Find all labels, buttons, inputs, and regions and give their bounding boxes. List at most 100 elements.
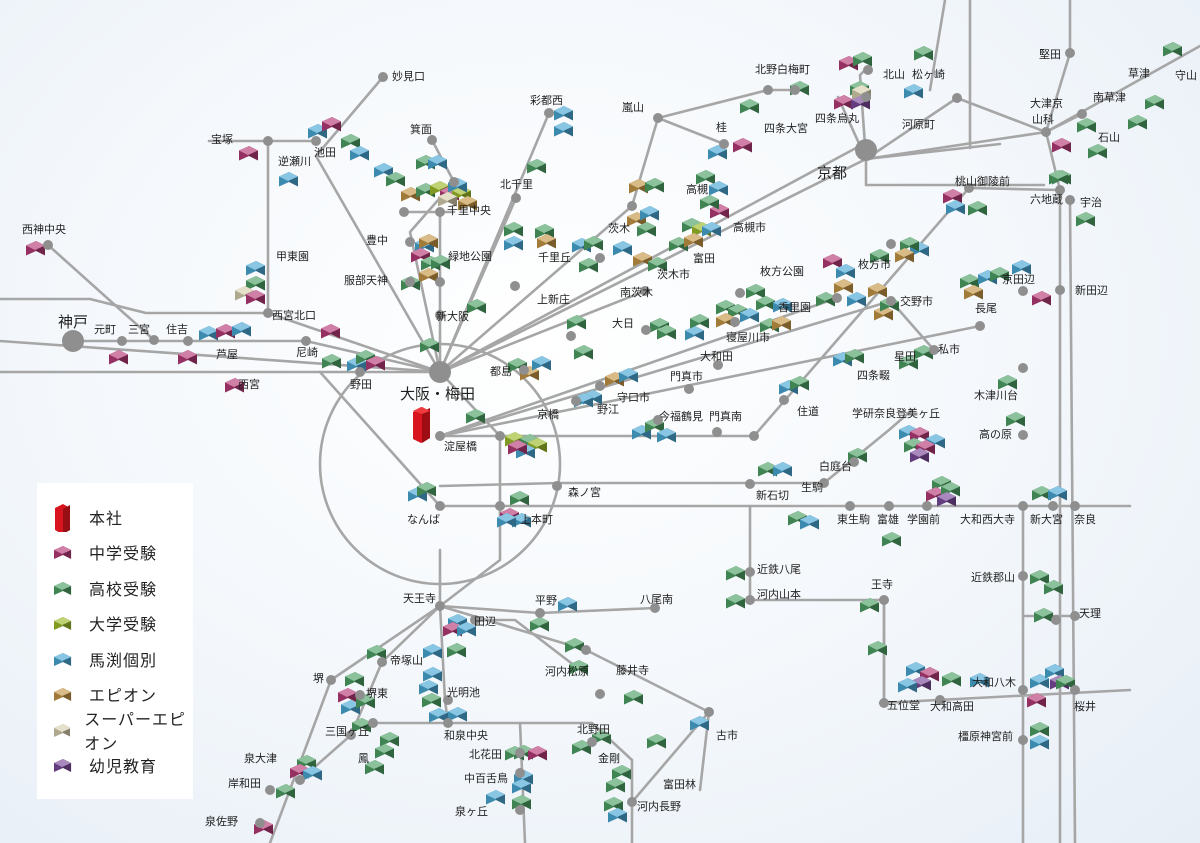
station-label: 河内長野 bbox=[637, 799, 681, 813]
station-label: 学園前 bbox=[907, 512, 940, 526]
station-label: 京田辺 bbox=[1002, 272, 1035, 286]
station-node bbox=[704, 707, 714, 717]
school-cube bbox=[448, 707, 467, 722]
station-node bbox=[964, 183, 974, 193]
station-label: 尼崎 bbox=[296, 345, 318, 359]
station-label: 生駒 bbox=[801, 480, 823, 494]
station-label: 山科 bbox=[1032, 112, 1054, 126]
station-node bbox=[886, 239, 896, 249]
rail-line bbox=[46, 243, 156, 342]
station-label: 新田辺 bbox=[1075, 283, 1108, 297]
station-label: 大日 bbox=[612, 316, 634, 330]
school-cube bbox=[246, 276, 265, 291]
school-cube bbox=[604, 797, 623, 812]
school-cube bbox=[990, 267, 1009, 282]
station-node bbox=[149, 335, 159, 345]
station-label: 西宮北口 bbox=[272, 308, 316, 322]
school-cube bbox=[1088, 144, 1107, 159]
school-cube bbox=[823, 254, 842, 269]
station-label: 北野田 bbox=[577, 723, 610, 736]
cube-icon bbox=[54, 759, 72, 773]
station-node bbox=[427, 135, 437, 145]
osaka-hub-node bbox=[429, 361, 451, 383]
station-label: 西神中央 bbox=[22, 222, 66, 236]
station-label: 三国ヶ丘 bbox=[325, 725, 369, 738]
station-label: 長尾 bbox=[975, 302, 997, 315]
school-cube bbox=[1048, 486, 1067, 501]
school-cube bbox=[504, 222, 523, 237]
station-label: 近鉄郡山 bbox=[971, 570, 1015, 584]
station-label: 和泉中央 bbox=[444, 728, 488, 742]
school-cube bbox=[246, 261, 265, 276]
station-label: 千里丘 bbox=[538, 251, 571, 264]
station-label: 奈良 bbox=[1074, 512, 1096, 526]
school-cube bbox=[419, 234, 438, 249]
station-node bbox=[535, 608, 545, 618]
station-label: 守口市 bbox=[617, 390, 650, 404]
rail-line bbox=[438, 186, 1062, 438]
school-cube bbox=[740, 308, 759, 323]
station-node bbox=[595, 689, 605, 699]
cube-icon bbox=[54, 723, 71, 737]
school-cube bbox=[1044, 580, 1063, 595]
school-cube bbox=[899, 355, 918, 370]
rail-line bbox=[438, 111, 551, 374]
school-cube bbox=[853, 52, 872, 67]
school-cube bbox=[457, 622, 476, 637]
school-cube bbox=[572, 740, 591, 755]
station-label: 京橋 bbox=[537, 407, 559, 421]
station-label: 北花田 bbox=[469, 748, 502, 761]
station-node bbox=[627, 201, 637, 211]
station-label: 都島 bbox=[490, 364, 512, 378]
school-cube bbox=[733, 138, 752, 153]
rail-line bbox=[438, 604, 657, 615]
school-cube bbox=[756, 296, 775, 311]
rail-line bbox=[438, 604, 450, 725]
station-label: 河内山本 bbox=[757, 587, 801, 601]
school-cube bbox=[847, 292, 866, 307]
school-cube bbox=[422, 693, 441, 708]
station-label: 藤井寺 bbox=[616, 663, 649, 677]
legend-label: 幼児教育 bbox=[89, 757, 158, 777]
station-label: 豊中 bbox=[366, 234, 388, 247]
legend-item: エピオン bbox=[51, 677, 193, 713]
legend-item: 本社 bbox=[51, 499, 193, 535]
school-cube bbox=[960, 274, 979, 289]
school-cube bbox=[423, 667, 442, 682]
station-node bbox=[355, 690, 365, 700]
station-node bbox=[849, 457, 859, 467]
school-cube bbox=[554, 106, 573, 121]
station-label: 学研奈良登美ヶ丘 bbox=[852, 406, 940, 420]
station-node bbox=[355, 367, 365, 377]
school-cube bbox=[458, 196, 477, 211]
school-cube bbox=[970, 673, 989, 688]
station-label: 住吉 bbox=[166, 322, 188, 336]
station-label: 野田 bbox=[350, 378, 372, 391]
school-cube bbox=[836, 264, 855, 279]
station-label: 泉佐野 bbox=[205, 814, 238, 828]
school-cube bbox=[199, 326, 218, 341]
legend-label: 本社 bbox=[89, 508, 124, 528]
station-node bbox=[819, 478, 829, 488]
station-label: 松ヶ崎 bbox=[912, 67, 945, 81]
school-cube bbox=[579, 258, 598, 273]
school-cube bbox=[1145, 95, 1164, 110]
station-label: 六地蔵 bbox=[1030, 193, 1063, 206]
station-label: 中百舌鳥 bbox=[464, 771, 508, 785]
station-node bbox=[1018, 735, 1028, 745]
station-node bbox=[544, 108, 554, 118]
school-cube bbox=[746, 284, 765, 299]
station-node bbox=[346, 730, 356, 740]
station-label: 堅田 bbox=[1039, 48, 1061, 61]
school-cube bbox=[569, 660, 588, 675]
legend-item: 大学受験 bbox=[51, 606, 193, 642]
station-label: 元町 bbox=[94, 323, 116, 336]
station-node bbox=[712, 427, 722, 437]
station-node bbox=[749, 431, 759, 441]
station-node bbox=[832, 293, 842, 303]
station-node bbox=[511, 193, 521, 203]
station-node bbox=[326, 675, 336, 685]
station-label: 金剛 bbox=[598, 751, 620, 765]
station-label: 大阪・梅田 bbox=[400, 385, 475, 403]
